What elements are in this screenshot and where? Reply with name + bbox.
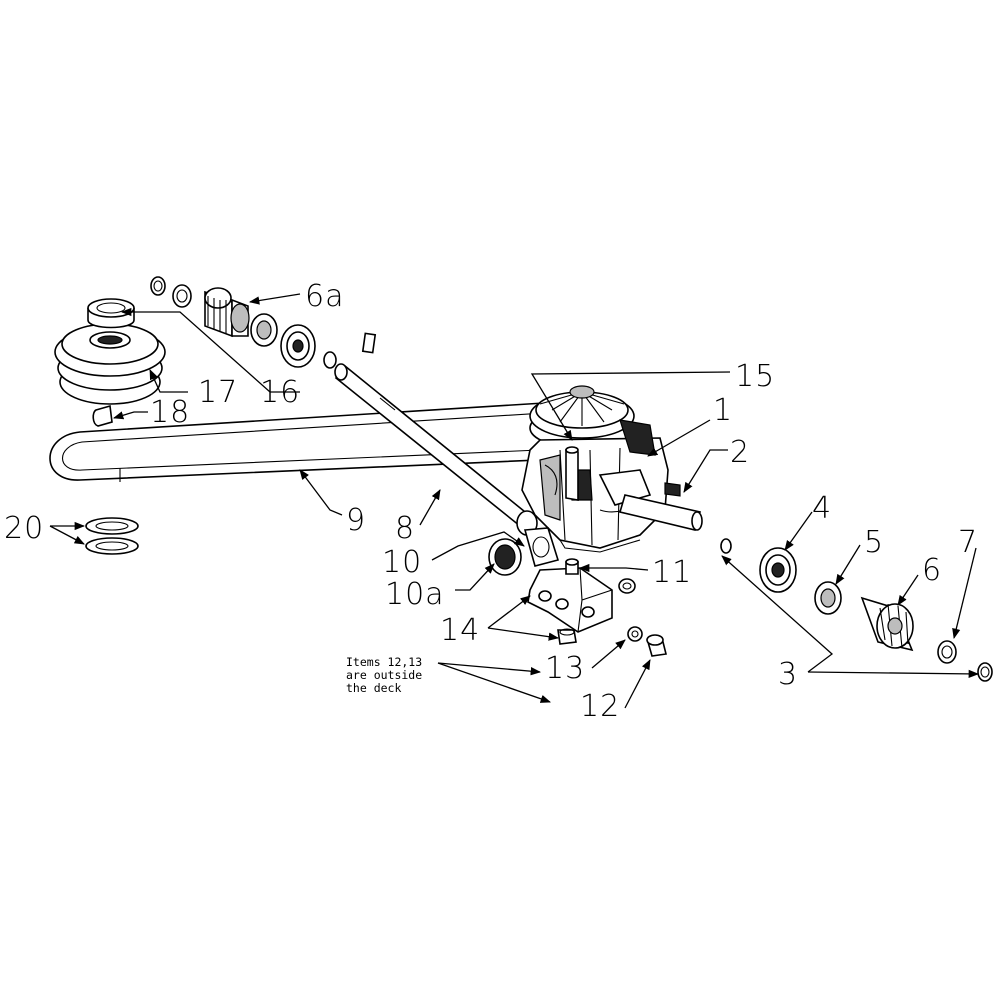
callout-15: 15: [735, 359, 775, 394]
spacer-plate: [523, 527, 560, 567]
callout-5: 5: [864, 525, 884, 560]
axle-shaft: [334, 363, 538, 536]
key-part: [92, 404, 113, 427]
bearing-5: [814, 581, 842, 615]
note-line-3: the deck: [346, 681, 401, 695]
callout-labels: 6a 17 16 18 15 1 2 9 8 10 10a 11 14 13 1…: [4, 279, 978, 724]
retaining-ring-upper: [150, 276, 166, 296]
transaxle-housing: [521, 419, 703, 553]
leader-lines: [49, 293, 980, 709]
washer-13: [627, 626, 643, 642]
retaining-ring-3a: [720, 538, 732, 554]
gear-6a: [204, 287, 250, 338]
callout-1: 1: [713, 393, 733, 428]
callout-7: 7: [958, 525, 978, 560]
retaining-ring-3b: [977, 662, 993, 682]
note-line-1: Items 12,13: [346, 655, 422, 669]
callout-12: 12: [580, 689, 620, 724]
callout-10a: 10a: [385, 577, 445, 612]
callout-9: 9: [346, 503, 366, 538]
callout-18: 18: [150, 395, 190, 430]
callout-2: 2: [730, 435, 750, 470]
callout-3: 3: [778, 657, 798, 692]
seal-10a: [488, 538, 522, 576]
washer-7: [937, 640, 957, 664]
callout-13: 13: [545, 651, 585, 686]
key-small: [361, 332, 377, 354]
bearing-4: [759, 547, 797, 593]
callout-11: 11: [652, 555, 692, 590]
bearing-upper-1: [250, 313, 278, 347]
bushing-part: [87, 298, 135, 329]
bearing-upper-2: [280, 324, 316, 368]
callout-17: 17: [198, 375, 238, 410]
callout-6a: 6a: [305, 279, 344, 314]
drive-pulley: [54, 323, 166, 405]
nut-right: [618, 578, 636, 594]
transmission-pulley: [529, 385, 635, 449]
callout-8: 8: [395, 511, 415, 546]
note-line-2: are outside: [346, 668, 422, 682]
bolt-12: [646, 634, 667, 657]
gear-6: [860, 596, 914, 652]
washers-20: [85, 517, 139, 555]
callout-20: 20: [4, 511, 44, 546]
bolt-11: [565, 558, 579, 575]
retaining-ring-mid: [323, 351, 337, 369]
nut-14-lower: [557, 628, 577, 645]
drive-belt: [49, 401, 586, 482]
callout-16: 16: [260, 375, 300, 410]
block-part-2: [664, 482, 681, 497]
callout-6: 6: [922, 553, 942, 588]
callout-14: 14: [440, 613, 480, 648]
deck-note: Items 12,13 are outside the deck: [346, 655, 422, 695]
callout-10: 10: [382, 545, 422, 580]
washer-upper: [172, 284, 192, 308]
callout-4: 4: [812, 491, 832, 526]
bracket-assembly: [527, 567, 613, 633]
